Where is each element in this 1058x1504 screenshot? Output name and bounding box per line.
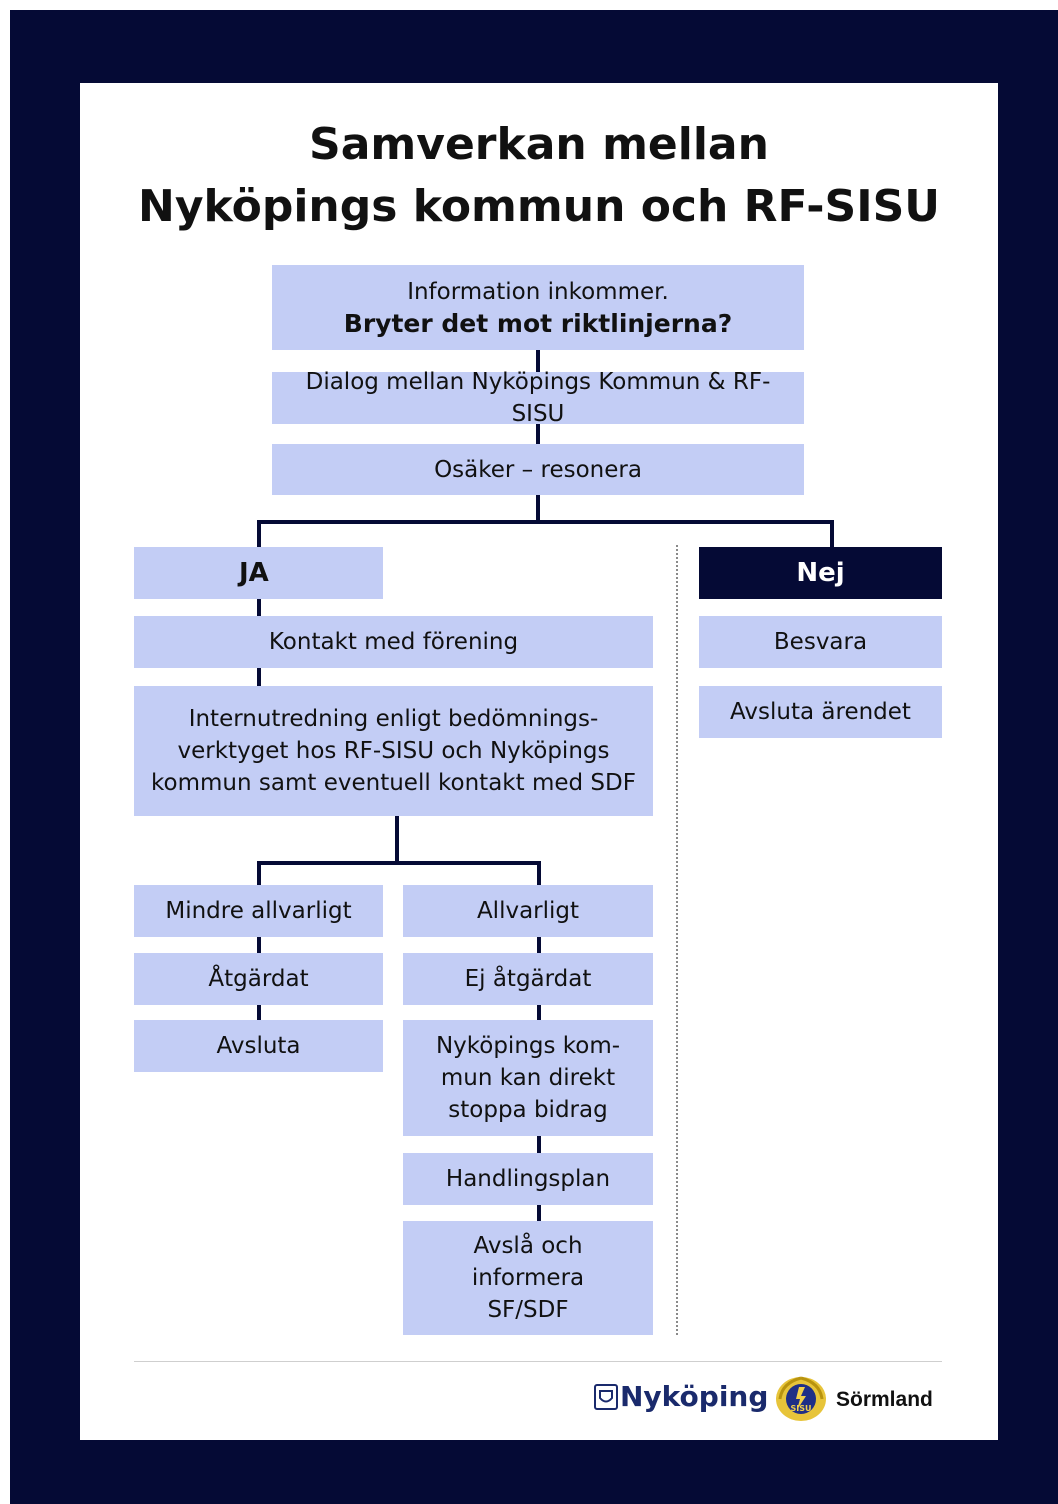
footer-divider — [134, 1361, 942, 1362]
connector-split-horizontal — [257, 861, 541, 865]
connector-stop-plan — [537, 1136, 541, 1153]
investigation-line-2: verktyget hos RF-SISU och Nyköpings — [177, 738, 610, 764]
connector-remedied-close — [257, 1005, 261, 1020]
connector-to-less-serious — [257, 861, 261, 885]
start-question: Bryter det mot riktlinjerna? — [343, 308, 733, 338]
contact-box: Kontakt med förening — [134, 616, 653, 668]
connector-to-serious — [537, 861, 541, 885]
reject-line-3: SF/SDF — [487, 1297, 569, 1323]
start-box: Information inkommer. Bryter det mot rik… — [272, 265, 804, 350]
column-separator — [676, 545, 678, 1335]
connector-to-nej — [830, 520, 834, 547]
connector-dialog-unsure — [536, 424, 540, 444]
title-line-1: Samverkan mellan — [309, 119, 769, 170]
connector-notremedied-stop — [537, 1005, 541, 1020]
start-line-1: Information inkommer. — [407, 278, 669, 305]
connector-to-ja — [257, 520, 261, 547]
investigation-line-1: Internutredning enligt bedömnings- — [188, 706, 599, 732]
connector-contact-investigation — [257, 668, 261, 686]
connector-plan-reject — [537, 1205, 541, 1221]
reject-line-2: informera — [471, 1265, 585, 1291]
stop-funding-box: Nyköpings kom- mun kan direkt stoppa bid… — [403, 1020, 653, 1136]
remedied-box: Åtgärdat — [134, 953, 383, 1005]
action-plan-box: Handlingsplan — [403, 1153, 653, 1205]
investigation-box: Internutredning enligt bedömnings- verkt… — [134, 686, 653, 816]
title-line-2: Nyköpings kommun och RF-SISU — [138, 181, 940, 232]
stop-line-2: mun kan direkt — [440, 1065, 616, 1091]
answer-box: Besvara — [699, 616, 942, 668]
stop-line-1: Nyköpings kom- — [435, 1033, 621, 1059]
reject-box: Avslå och informera SF/SDF — [403, 1221, 653, 1335]
close-box: Avsluta — [134, 1020, 383, 1072]
connector-unsure-branch — [536, 495, 540, 523]
connector-start-dialog — [536, 350, 540, 372]
no-box: Nej — [699, 547, 942, 599]
sisu-badge-text: SISU — [790, 1404, 812, 1413]
unsure-box: Osäker – resonera — [272, 444, 804, 495]
sisu-emblem-icon — [774, 1375, 828, 1423]
yes-box: JA — [134, 547, 383, 599]
investigation-line-3: kommun samt eventuell kontakt med SDF — [151, 770, 636, 796]
connector-investigation-split — [395, 816, 399, 864]
connector-branch-horizontal — [257, 520, 834, 524]
nykoping-logo-text: Nyköping — [620, 1380, 769, 1413]
less-serious-box: Mindre allvarligt — [134, 885, 383, 937]
not-remedied-box: Ej åtgärdat — [403, 953, 653, 1005]
serious-box: Allvarligt — [403, 885, 653, 937]
connector-less-remedied — [257, 937, 261, 953]
connector-serious-notremedied — [537, 937, 541, 953]
connector-ja-contact — [257, 599, 261, 616]
sormland-logo-text: Sörmland — [836, 1388, 933, 1411]
stop-line-3: stoppa bidrag — [448, 1097, 608, 1123]
reject-line-1: Avslå och — [473, 1233, 583, 1259]
close-case-box: Avsluta ärendet — [699, 686, 942, 738]
nykoping-crest-icon — [594, 1384, 618, 1410]
dialog-box: Dialog mellan Nyköpings Kommun & RF-SISU — [272, 369, 804, 427]
